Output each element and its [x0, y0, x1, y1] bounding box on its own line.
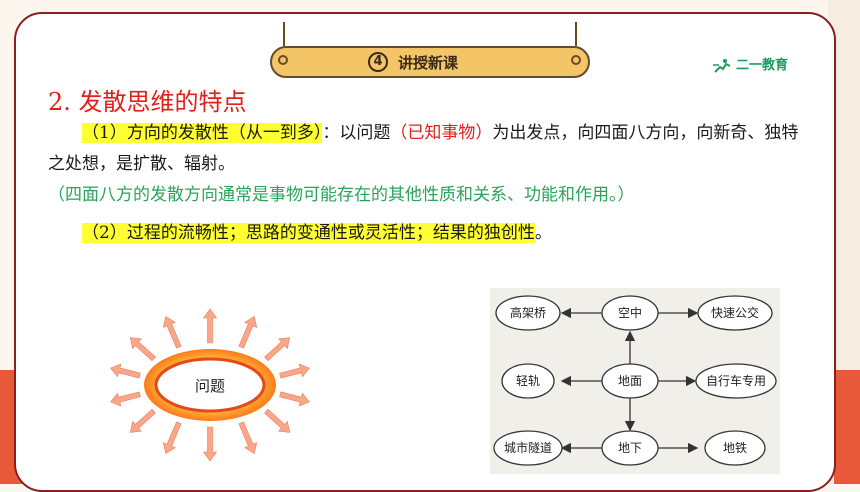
radiating-arrow	[264, 408, 291, 433]
transport-mindmap-diagram: 高架桥 空中 快速公交 轻轨 地面 自行车专用 城市隧道 地下 地铁	[490, 288, 780, 474]
problem-label: 问题	[195, 377, 225, 395]
radiating-arrow	[264, 337, 291, 362]
radiating-arrows	[110, 308, 310, 462]
pill-dot-right	[571, 55, 581, 65]
page-title: 2. 发散思维的特点	[48, 88, 247, 116]
para1-text-b: 为出发点，向四面八方向，向新奇、独特之处想，是扩散、辐射。	[48, 123, 799, 174]
para1-red-note: （已知事物）	[390, 123, 493, 143]
para1-green-note: （四面八方的发散方向通常是事物可能存在的其他性质和关系、功能和作用。）	[48, 185, 635, 205]
problem-ellipse	[154, 357, 266, 413]
node-ground-label: 地面	[618, 374, 642, 388]
radiating-arrow	[279, 363, 310, 379]
brand-logo: 二一教育	[712, 54, 788, 74]
para1-label: （1）方向的发散性（从一到多）	[82, 123, 323, 143]
node-brt-label: 快速公交	[711, 305, 759, 320]
paragraph-divergence-direction: （1）方向的发散性（从一到多）：以问题（已知事物）为出发点，向四面八方向，向新奇…	[48, 118, 808, 211]
pill-hanger-left	[283, 22, 285, 46]
node-tunnel-label: 城市隧道	[504, 440, 552, 455]
pill-dot-left	[278, 55, 288, 65]
node-brt	[697, 295, 773, 331]
radiating-arrow	[162, 421, 182, 454]
node-bike-lane	[695, 363, 777, 399]
node-underground-label: 地下	[618, 441, 642, 455]
section-header-pill	[270, 46, 590, 78]
radiating-arrow	[202, 426, 218, 462]
node-bike-lane-label: 自行车专用	[706, 373, 766, 388]
node-metro	[704, 430, 766, 466]
runner-icon	[713, 58, 731, 73]
divergence-burst-illustration: 问题	[110, 308, 310, 462]
node-lightrail	[501, 363, 555, 399]
radiating-arrow	[238, 316, 258, 349]
radiating-arrow	[129, 408, 156, 433]
brand-logo-text: 二一教育	[736, 58, 789, 73]
node-underground	[601, 430, 659, 466]
node-air	[601, 295, 659, 331]
radiating-arrow	[110, 391, 141, 407]
radiating-arrow	[162, 316, 182, 349]
para2-end: 。	[534, 223, 552, 243]
para2-highlighted: （2）过程的流畅性；思路的变通性或灵活性；结果的独创性	[82, 223, 535, 243]
pill-hanger-right	[575, 22, 577, 46]
node-metro-label: 地铁	[723, 441, 747, 455]
radiating-arrow	[129, 337, 156, 362]
section-title: 讲授新课	[398, 54, 459, 72]
node-lightrail-label: 轻轨	[516, 374, 540, 388]
node-air-label: 空中	[618, 305, 642, 320]
node-ground	[601, 363, 659, 399]
para1-text-a: ：以问题	[322, 123, 391, 143]
bottom-right-band	[834, 370, 860, 484]
radiating-arrow	[279, 391, 310, 407]
radiating-arrow	[202, 308, 218, 344]
paragraph-process-traits: （2）过程的流畅性；思路的变通性或灵活性；结果的独创性。	[48, 218, 808, 249]
radiating-arrow	[110, 363, 141, 379]
node-overpass	[495, 295, 561, 331]
radiating-arrow	[238, 421, 258, 454]
node-overpass-label: 高架桥	[510, 305, 546, 320]
section-number-badge: 4	[368, 52, 388, 72]
node-tunnel	[493, 430, 563, 466]
